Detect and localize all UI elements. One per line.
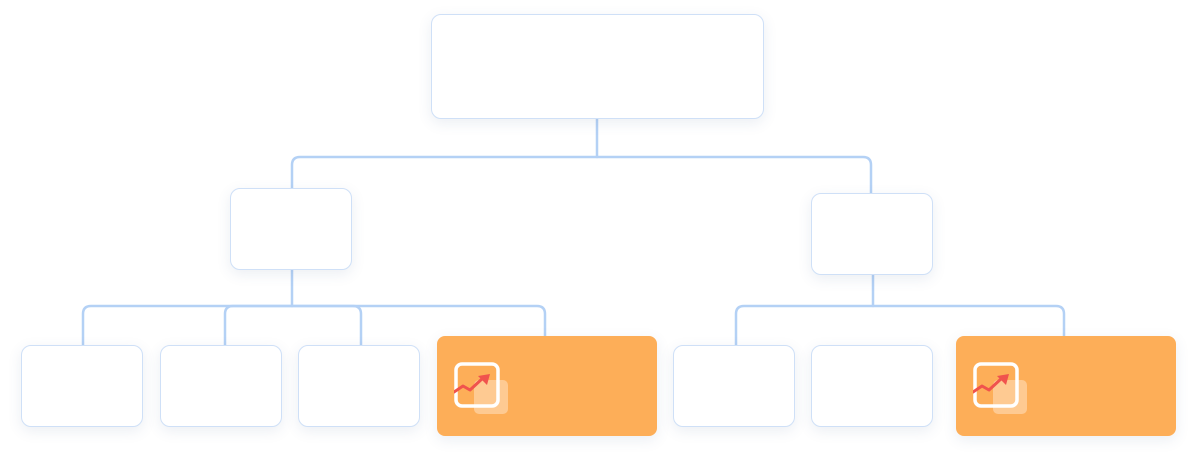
leaf-node-5[interactable] [673, 345, 795, 427]
connector-line [734, 304, 1066, 347]
branch-node-left[interactable] [230, 188, 352, 270]
connector-line [290, 155, 873, 195]
trend-chart-icon [452, 362, 512, 416]
root-node[interactable] [431, 14, 764, 119]
connector-line [223, 304, 363, 347]
leaf-node-7-highlight[interactable] [956, 336, 1176, 436]
leaf-node-3[interactable] [298, 345, 420, 427]
leaf-node-4-highlight[interactable] [437, 336, 657, 436]
leaf-node-1[interactable] [21, 345, 143, 427]
leaf-node-2[interactable] [160, 345, 282, 427]
leaf-node-6[interactable] [811, 345, 933, 427]
branch-node-right[interactable] [811, 193, 933, 275]
trend-chart-icon [971, 362, 1031, 416]
